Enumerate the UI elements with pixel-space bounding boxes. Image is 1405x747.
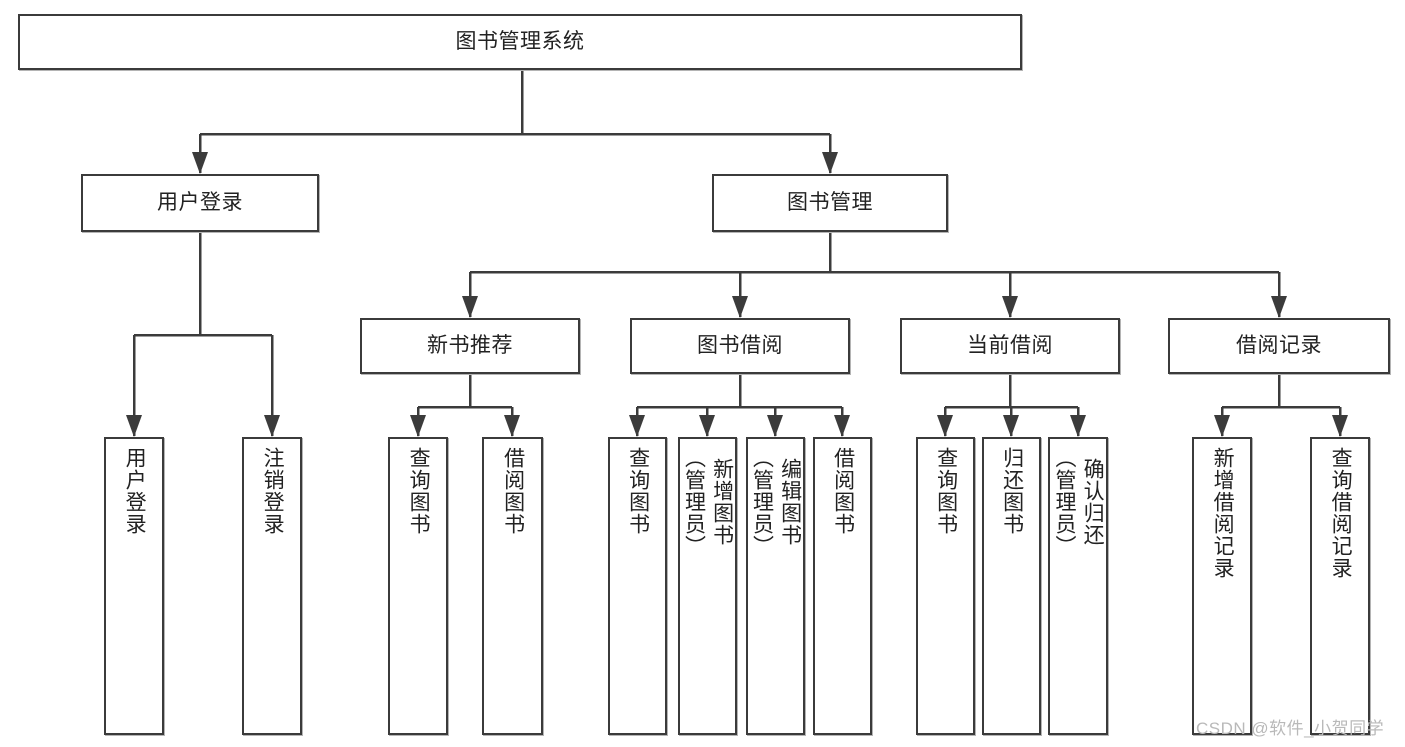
node-root[interactable]: 图书管理系统 (18, 14, 1022, 70)
node-label-leaf-add-record: 新增借阅记录 (1211, 447, 1235, 579)
node-leaf-borrow-book[interactable]: 借阅图书 (813, 437, 872, 735)
arrow-head-leaf-query-record (1332, 415, 1348, 437)
arrow-head-user-login (192, 152, 208, 174)
arrow-head-new-book-recommend (462, 296, 478, 318)
node-leaf-add-book[interactable]: 新增图书 （管理员） (678, 437, 737, 735)
node-label-user-login: 用户登录 (157, 190, 243, 214)
node-leaf-query-book-borrow[interactable]: 查询图书 (608, 437, 667, 735)
node-label-leaf-add-book: 新增图书 （管理员） (682, 447, 734, 557)
node-label-leaf-query-book-borrow: 查询图书 (626, 447, 650, 535)
node-book-manage[interactable]: 图书管理 (712, 174, 948, 232)
node-leaf-user-login[interactable]: 用户登录 (104, 437, 164, 735)
arrow-head-leaf-return-book (1003, 415, 1019, 437)
arrow-head-leaf-borrow-book-rec (504, 415, 520, 437)
node-leaf-query-book-cur[interactable]: 查询图书 (916, 437, 975, 735)
node-label-root: 图书管理系统 (455, 29, 585, 53)
node-label-leaf-user-login: 用户登录 (123, 447, 147, 535)
node-book-borrow[interactable]: 图书借阅 (630, 318, 850, 374)
arrow-head-leaf-edit-book (767, 415, 783, 437)
arrow-head-leaf-query-book-borrow (629, 415, 645, 437)
node-current-borrow[interactable]: 当前借阅 (900, 318, 1120, 374)
arrow-head-leaf-logout (264, 415, 280, 437)
node-new-book-recommend[interactable]: 新书推荐 (360, 318, 580, 374)
node-borrow-record[interactable]: 借阅记录 (1168, 318, 1390, 374)
node-leaf-edit-book[interactable]: 编辑图书 （管理员） (746, 437, 805, 735)
node-leaf-return-book[interactable]: 归还图书 (982, 437, 1041, 735)
arrow-head-leaf-query-book-rec (410, 415, 426, 437)
csdn-watermark: CSDN @软件_小贺同学 (1196, 719, 1385, 738)
node-leaf-query-book-rec[interactable]: 查询图书 (388, 437, 448, 735)
node-leaf-query-record[interactable]: 查询借阅记录 (1310, 437, 1370, 735)
arrow-head-leaf-add-record (1214, 415, 1230, 437)
node-label-leaf-confirm-return: 确认归还 （管理员） (1053, 447, 1105, 557)
node-label-book-borrow: 图书借阅 (697, 333, 783, 357)
node-label-leaf-borrow-book: 借阅图书 (831, 447, 855, 535)
arrow-head-leaf-query-book-cur (937, 415, 953, 437)
node-leaf-logout[interactable]: 注销登录 (242, 437, 302, 735)
node-label-current-borrow: 当前借阅 (967, 333, 1053, 357)
arrow-head-leaf-add-book (699, 415, 715, 437)
node-leaf-add-record[interactable]: 新增借阅记录 (1192, 437, 1252, 735)
node-user-login[interactable]: 用户登录 (81, 174, 319, 232)
node-label-borrow-record: 借阅记录 (1236, 333, 1322, 357)
node-label-leaf-query-record: 查询借阅记录 (1329, 447, 1353, 579)
arrow-head-book-manage (822, 152, 838, 174)
node-label-new-book-recommend: 新书推荐 (427, 333, 513, 357)
arrow-head-leaf-borrow-book (834, 415, 850, 437)
node-label-leaf-query-book-rec: 查询图书 (407, 447, 431, 535)
node-label-leaf-logout: 注销登录 (261, 447, 285, 535)
node-label-leaf-query-book-cur: 查询图书 (934, 447, 958, 535)
node-leaf-confirm-return[interactable]: 确认归还 （管理员） (1048, 437, 1108, 735)
arrow-head-borrow-record (1271, 296, 1287, 318)
arrow-head-book-borrow (732, 296, 748, 318)
node-label-leaf-edit-book: 编辑图书 （管理员） (750, 447, 802, 557)
node-label-leaf-borrow-book-rec: 借阅图书 (501, 447, 525, 535)
arrow-head-current-borrow (1002, 296, 1018, 318)
node-label-leaf-return-book: 归还图书 (1000, 447, 1024, 535)
arrow-head-leaf-user-login (126, 415, 142, 437)
node-label-book-manage: 图书管理 (787, 190, 873, 214)
node-leaf-borrow-book-rec[interactable]: 借阅图书 (482, 437, 543, 735)
arrow-head-leaf-confirm-return (1070, 415, 1086, 437)
